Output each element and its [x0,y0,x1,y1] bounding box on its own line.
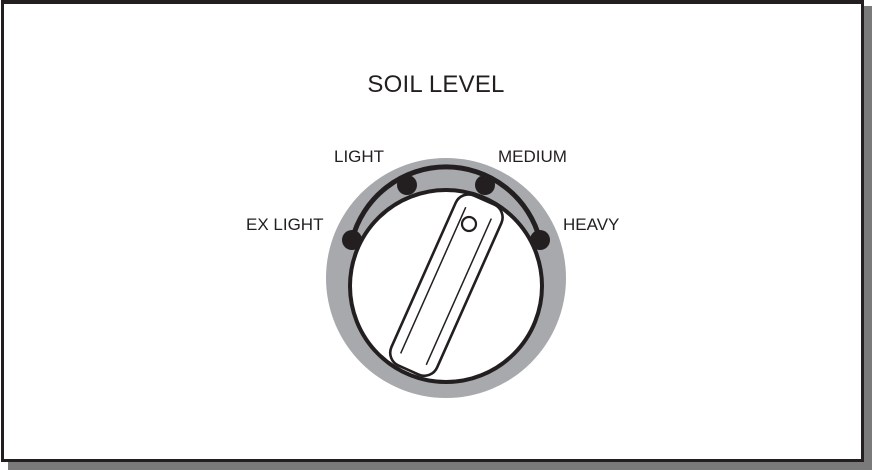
setting-label-heavy: HEAVY [563,215,620,234]
setting-label-ex-light: EX LIGHT [246,215,324,234]
knob-indicator-icon [460,215,478,233]
panel-shadow-right [864,6,872,468]
setting-dot-medium[interactable] [475,175,495,195]
setting-dot-light[interactable] [397,175,417,195]
setting-label-medium: MEDIUM [498,147,567,166]
knob-grip[interactable] [386,190,507,380]
setting-dot-heavy[interactable] [530,230,550,250]
soil-level-title: SOIL LEVEL [367,71,505,98]
setting-label-light: LIGHT [334,147,385,166]
setting-dot-ex-light[interactable] [342,230,362,250]
panel-shadow-bottom [8,462,872,470]
setting-arc [349,164,543,241]
